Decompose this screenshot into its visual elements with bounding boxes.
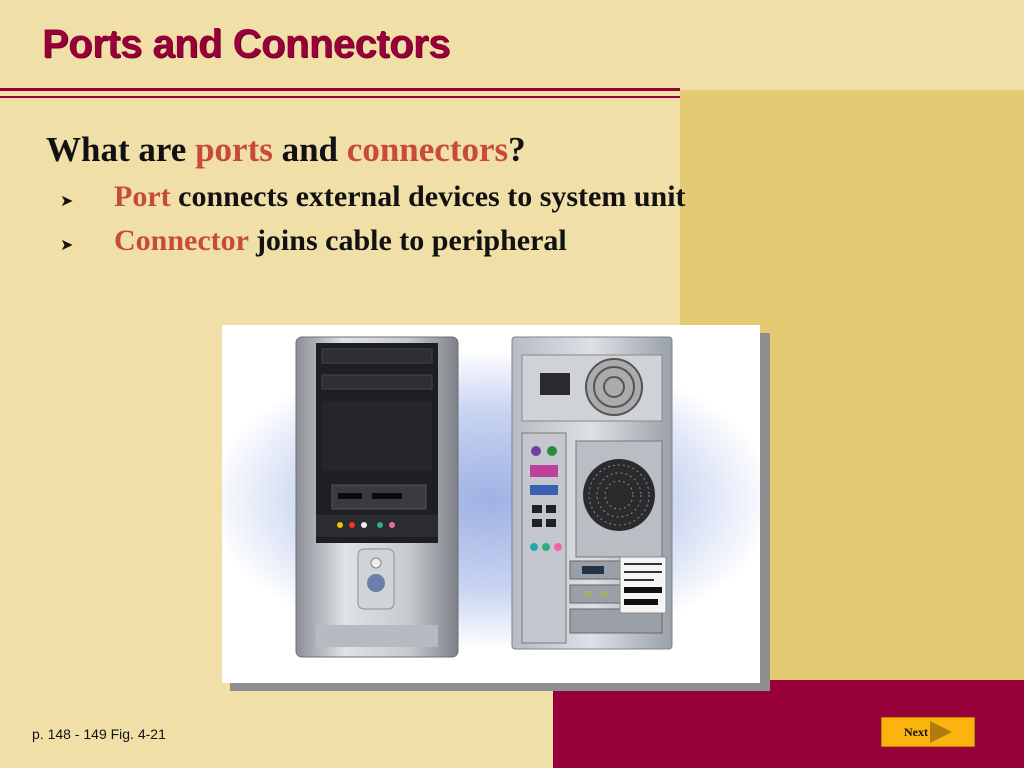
arrowhead-bullet-icon: ➤ (60, 191, 74, 210)
next-arrow-icon (930, 721, 952, 743)
bullet-list: ➤ Port connects external devices to syst… (60, 180, 686, 268)
question-prefix: What are (46, 130, 196, 169)
bullet-term: Connector (114, 224, 249, 257)
bullet-text: connects external devices to system unit (170, 180, 686, 213)
slide-title: Ports and Connectors (42, 22, 450, 66)
title-rule-thin (0, 96, 680, 98)
next-button[interactable]: Next (881, 717, 975, 747)
computer-illustration (222, 336, 760, 658)
question-heading: What are ports and connectors? (46, 130, 526, 170)
rear-tower (511, 336, 673, 650)
page-reference: p. 148 - 149 Fig. 4-21 (32, 726, 166, 742)
term-ports: ports (195, 130, 273, 169)
bullet-item: ➤ Connector joins cable to peripheral (60, 224, 686, 268)
question-suffix: ? (508, 130, 526, 169)
question-middle: and (272, 130, 347, 169)
bullet-text: joins cable to peripheral (248, 224, 567, 257)
vent-grille (583, 459, 655, 531)
bullet-item: ➤ Port connects external devices to syst… (60, 180, 686, 224)
term-connectors: connectors (346, 130, 509, 169)
next-label: Next (904, 724, 928, 739)
arrowhead-bullet-icon: ➤ (60, 235, 74, 254)
front-tower (295, 336, 459, 658)
bullet-term: Port (114, 180, 171, 213)
title-rule (0, 88, 680, 91)
computer-tower-photo (222, 325, 760, 683)
